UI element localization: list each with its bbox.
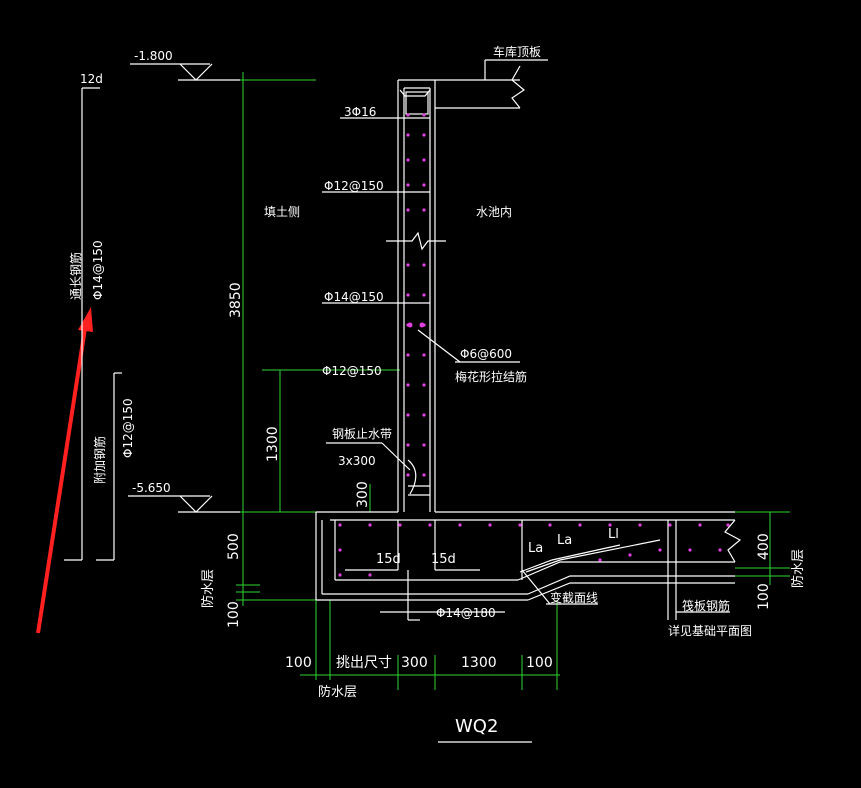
dim-1300-v: 1300	[265, 426, 281, 462]
left-bar-annotations: 12d 通长钢筋 Φ14@150 附加钢筋 Φ12@150	[64, 72, 135, 561]
red-arrow-icon	[36, 307, 93, 634]
section-line-label: 变截面线	[550, 590, 598, 605]
elev-top: -1.800	[134, 49, 173, 63]
long-bar-spec: Φ14@150	[91, 240, 105, 300]
twelve-d-label: 12d	[80, 72, 103, 86]
phi12-mid-label: Φ12@150	[322, 364, 382, 378]
pool-inside-label: 水池内	[476, 205, 512, 219]
waterproof-right: 防水层	[790, 549, 806, 588]
phi14-180-label: Φ14@180	[436, 606, 496, 620]
footing-outline	[315, 511, 742, 621]
break-line-icon	[511, 65, 526, 109]
dim-400: 400	[756, 533, 772, 560]
wall-outline	[386, 59, 548, 512]
dim-300-h: 300	[401, 655, 428, 671]
add-bar-spec: Φ12@150	[121, 398, 135, 458]
drawing-title: WQ2	[455, 716, 498, 737]
raft-bar-label: 筏板钢筋	[682, 598, 730, 613]
text-labels: 车库顶板 3Φ16 Φ12@150 填土侧 水池内 Φ14@150 Φ6@600…	[200, 44, 806, 743]
rebar-dots	[338, 113, 730, 577]
long-bar-label: 通长钢筋	[68, 252, 83, 300]
water-stop-label: 钢板止水带	[332, 427, 392, 441]
overhang-label: 挑出尺寸	[336, 655, 392, 671]
soil-side-label: 填土侧	[264, 205, 300, 219]
elev-bottom: -5.650	[132, 481, 171, 495]
dim-3850: 3850	[228, 282, 244, 318]
dim-500: 500	[226, 533, 242, 560]
la-a: La	[528, 541, 543, 556]
wall-break-icon	[386, 231, 446, 251]
leader-lines	[322, 117, 730, 613]
dimension-lines	[236, 72, 790, 690]
slab-label: 车库顶板	[493, 44, 541, 59]
see-plan-label: 详见基础平面图	[668, 623, 752, 638]
dim-100-right: 100	[756, 583, 772, 610]
footing-break-icon	[724, 519, 742, 563]
fifteen-d-a: 15d	[376, 552, 401, 567]
phi6-label: Φ6@600	[460, 347, 512, 361]
dim-300-v: 300	[355, 481, 371, 508]
phi14-label: Φ14@150	[324, 290, 384, 304]
phi12-top-label: Φ12@150	[324, 179, 384, 193]
water-stop-size: 3x300	[338, 454, 376, 468]
fifteen-d-b: 15d	[431, 552, 456, 567]
dim-1300-h: 1300	[461, 655, 497, 671]
la-b: La	[557, 533, 572, 548]
dim-100-h: 100	[285, 655, 312, 671]
ll: Ll	[608, 527, 619, 542]
waterproof-bottom: 防水层	[318, 684, 357, 700]
dim-100-h2: 100	[526, 655, 553, 671]
tie-bar-label: 梅花形拉结筋	[455, 369, 527, 384]
bars-3phi16: 3Φ16	[344, 105, 376, 119]
waterproof-left: 防水层	[200, 569, 216, 608]
dim-100-v: 100	[226, 601, 242, 628]
elevation-marker-icon: -1.800 -5.650	[128, 49, 240, 513]
add-bar-label: 附加钢筋	[92, 436, 107, 484]
